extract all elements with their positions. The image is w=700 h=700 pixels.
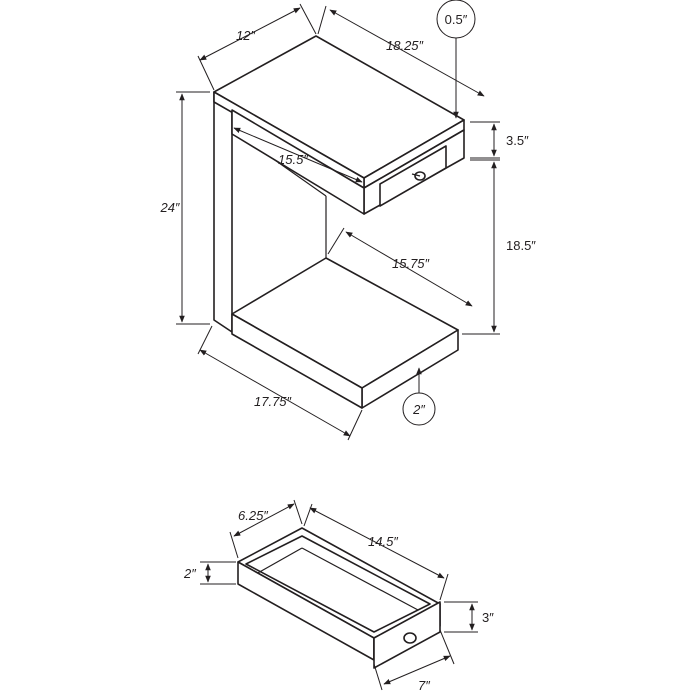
dim-depth-line [199, 7, 301, 61]
dim-depth-tick-a [197, 55, 215, 91]
dim-shelf-tick-a [327, 227, 345, 255]
dim-clear-label: 18.5″ [506, 238, 536, 253]
dim-drawer-width-tick-b [439, 629, 455, 665]
back-panel [213, 91, 233, 333]
dim-drawer-length-line [309, 507, 445, 579]
knob-stem [411, 173, 421, 177]
drawer-face-knob [403, 632, 417, 644]
dim-drawer-length-tick-a [303, 503, 313, 527]
dim-shelf-line [345, 231, 473, 307]
callout-top-thickness-label: 0.5″ [445, 12, 468, 27]
dim-drawer-length-label: 14.5″ [368, 534, 398, 549]
dim-height-label: 24″ [159, 200, 179, 215]
dim-drawer-depth-label: 6.25″ [238, 508, 268, 523]
dim-drawer-depth-tick-a [229, 531, 239, 559]
cavity-back-depth [255, 547, 303, 575]
dim-opening-line [233, 127, 363, 183]
dim-drawer-face-label: 3″ [482, 610, 494, 625]
drawer-cavity [245, 535, 431, 633]
c-table-drawing: 12″ 18.25″ 0.5″ 3.5″ 15.5″ 24″ 18.5″ 15.… [159, 0, 536, 441]
dim-width-tick-a [317, 5, 327, 35]
dim-drawer-depth-line [233, 503, 295, 537]
dim-depth-label: 12″ [236, 28, 255, 43]
dim-width-label: 18.25″ [386, 38, 424, 53]
dim-drawer-inner-label: 2″ [183, 566, 196, 581]
dim-base-line [199, 349, 351, 437]
dim-drawer-width-tick-a [373, 663, 383, 691]
dim-base-label: 17.75″ [254, 394, 292, 409]
dim-depth-tick-b [299, 3, 317, 35]
callout-base-label: 2″ [412, 402, 425, 417]
drawer-front [379, 145, 447, 207]
dim-drawer-depth-tick-b [293, 499, 303, 525]
drawer-drawing: 6.25″ 14.5″ 2″ 3″ 7″ [183, 499, 494, 693]
dim-drawer-width-line [383, 655, 451, 685]
dim-base-tick-a [197, 325, 213, 355]
dim-opening-label: 15.5″ [278, 152, 308, 167]
dim-face-label: 3.5″ [506, 133, 529, 148]
dim-shelf-label: 15.75″ [392, 256, 430, 271]
dim-width-line [329, 9, 485, 97]
dim-base-tick-b [347, 409, 363, 441]
dim-drawer-length-tick-b [439, 573, 449, 601]
dim-drawer-width-label: 7″ [418, 678, 430, 693]
